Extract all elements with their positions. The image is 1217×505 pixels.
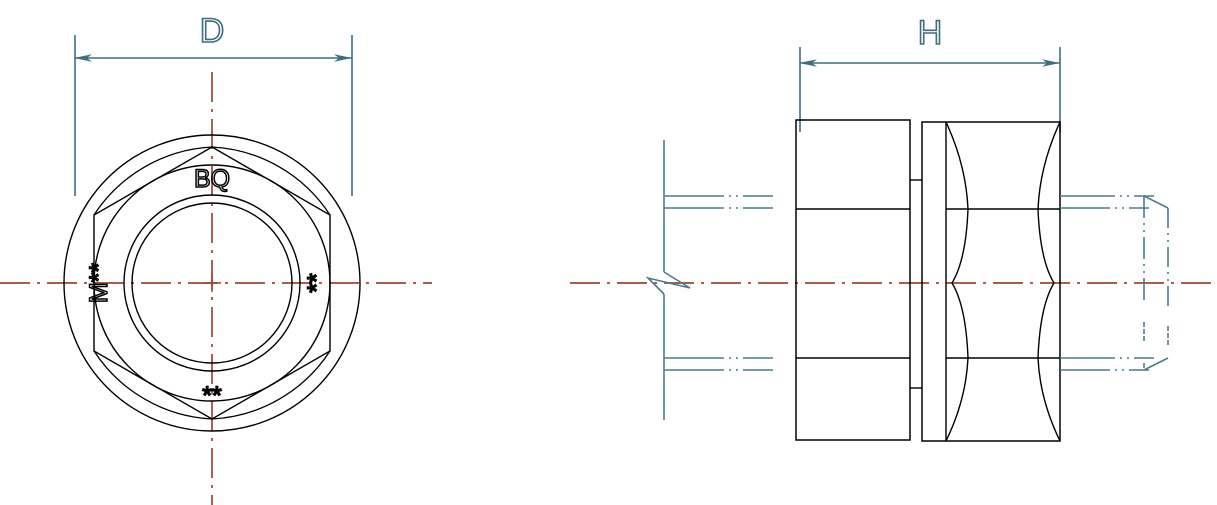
front-view-group: D (0, 11, 432, 505)
nut-chamfer-arc-mid-upper-left (951, 208, 969, 284)
bolt-end-chamfer-upper (1143, 195, 1169, 209)
side-view-group: H (570, 13, 1217, 442)
bolt-break-line (645, 271, 691, 295)
bolt-protrusion-group (1060, 195, 1169, 371)
dimension-label-H: H (918, 14, 943, 52)
nut-chamfer-arc-lower-left (945, 357, 969, 442)
dimension-H: H (799, 13, 1061, 132)
flange-body-rect (795, 119, 911, 441)
chamfer-arc-bottom-right (211, 350, 331, 420)
center-mark (203, 274, 221, 292)
nut-chamfer-arc-upper-right (1037, 121, 1061, 210)
flange-outer-circle (63, 134, 361, 432)
nut-chamfer-arc-mid-upper-right (1037, 208, 1055, 284)
bolt-shank-group (645, 140, 796, 420)
nut-body-group (921, 121, 1061, 442)
nut-chamfer-arc-mid-lower-left (951, 282, 969, 359)
nut-chamfer-arc-lower-right (1037, 357, 1061, 442)
hex-chamfer-circle (93, 164, 331, 402)
note-right-mark: ** (303, 273, 331, 293)
thread-major-circle (123, 194, 301, 372)
chamfer-arc-top-right (211, 146, 331, 216)
note-top-bq: BQ (194, 165, 230, 193)
dimension-label-D: D (200, 12, 225, 50)
note-left-thread-size: M** (85, 263, 113, 304)
thread-minor-circle (131, 202, 293, 364)
bolt-end-chamfer-lower (1143, 357, 1169, 371)
flange-block-group (795, 119, 922, 441)
nut-chamfer-arc-upper-left (945, 121, 969, 210)
nut-body-rect (921, 121, 1061, 442)
nut-chamfer-arc-mid-lower-right (1037, 282, 1055, 359)
dimension-D: D (74, 11, 353, 196)
chamfer-arc-top-left (93, 146, 213, 216)
note-bottom-mark: ** (202, 382, 222, 410)
chamfer-arc-bottom-left (93, 350, 213, 420)
